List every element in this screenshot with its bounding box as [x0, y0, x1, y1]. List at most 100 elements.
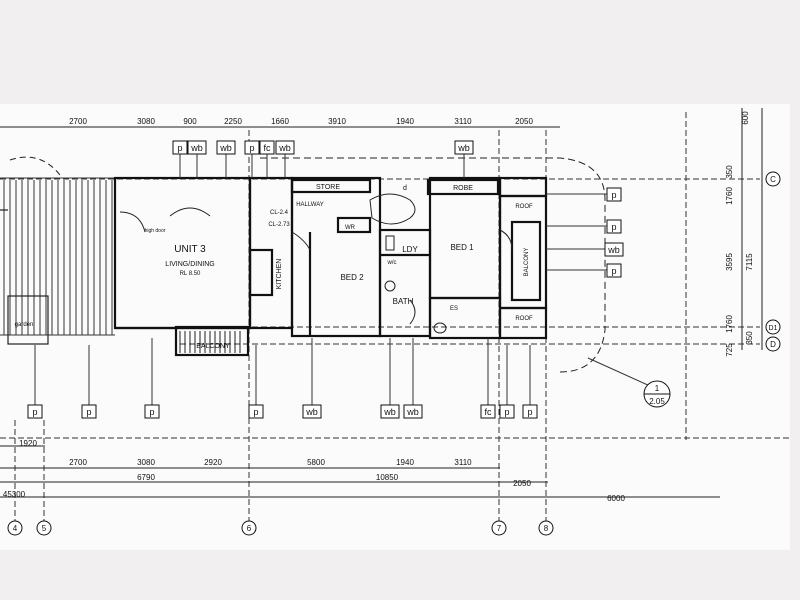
dim-right-7115: 7115 [745, 253, 754, 271]
dim-right-3595: 3595 [725, 253, 734, 271]
ceiling-level-2: CL-2.73 [268, 222, 290, 228]
section-sheet: 2.05 [649, 397, 665, 406]
balcony-right-label: BALCONY [524, 248, 530, 277]
tag-bottom-2: p [86, 407, 91, 417]
tag-right-4: p [611, 266, 616, 276]
dim-bottom2-1: 6790 [137, 473, 155, 482]
tag-bottom-7: wb [406, 407, 419, 417]
dim-top-9: 2050 [515, 117, 533, 126]
dim-bottom1-2: 3080 [137, 458, 155, 467]
balcony-hatch [179, 331, 241, 353]
bottom-tags: p p p p wb wb wb fc p p [27, 404, 538, 419]
tag-top-2: wb [190, 143, 203, 153]
ldy-label: LDY [402, 245, 418, 254]
dim-bottom2-3: 2050 [513, 479, 531, 488]
wc-label: w/c [387, 260, 397, 266]
section-marker: 1 2.05 [643, 380, 671, 408]
robe-label: ROBE [453, 185, 473, 192]
high-door-label: high door [145, 228, 166, 234]
dim-top-1: 2700 [69, 117, 87, 126]
grid-bubbles-bottom: 4 5 6 7 8 [7, 520, 554, 536]
d-label: d [403, 185, 407, 192]
roof-bottom-label: ROOF [515, 316, 533, 322]
top-dimensions: 2700 3080 900 2250 1660 3910 1940 3110 2… [69, 117, 533, 126]
tag-bottom-9: p [504, 407, 509, 417]
ensuite-label: ES [450, 306, 458, 312]
bath-label: BATH [393, 297, 414, 306]
tag-bottom-4: p [253, 407, 258, 417]
grid-label-d1: D1 [769, 325, 778, 332]
dim-top-7: 1940 [396, 117, 414, 126]
tag-right-3: wb [607, 245, 620, 255]
tag-right-1: p [611, 190, 616, 200]
dim-top-2: 3080 [137, 117, 155, 126]
bed2-label: BED 2 [340, 273, 364, 282]
tag-bottom-6: wb [383, 407, 396, 417]
right-tags: p p wb p [604, 187, 624, 278]
bottom-dimensions: 1920 2700 3080 2920 5800 1940 3110 6790 … [3, 439, 626, 503]
dim-bottom1-1: 2700 [69, 458, 87, 467]
bed1-label: BED 1 [450, 243, 474, 252]
kitchen-label: KITCHEN [276, 259, 283, 290]
grid-label-4: 4 [13, 524, 18, 533]
dim-right-350a: 350 [725, 165, 734, 179]
tag-top-6: wb [278, 143, 291, 153]
dim-top-8: 3110 [454, 117, 472, 126]
dim-top-4: 2250 [224, 117, 242, 126]
garden-label: garden [15, 322, 34, 328]
dim-top-6: 3910 [328, 117, 346, 126]
door-swings [119, 193, 513, 334]
tag-bottom-8: fc [484, 407, 492, 417]
dim-bottom3-2: 6000 [607, 494, 625, 503]
dim-top-3: 900 [183, 117, 197, 126]
tag-leaders [34, 154, 651, 405]
grid-bubbles-right: C D1 D [765, 171, 781, 352]
grid-label-8: 8 [544, 524, 549, 533]
dim-right-1760b: 1760 [725, 315, 734, 333]
dim-bottom1-5: 1940 [396, 458, 414, 467]
grid-label-6: 6 [247, 524, 252, 533]
tag-bottom-5: wb [305, 407, 318, 417]
hallway-label: HALLWAY [296, 202, 324, 208]
section-number: 1 [655, 384, 660, 393]
roof-top-label: ROOF [515, 204, 533, 210]
grid-label-7: 7 [497, 524, 502, 533]
grid-lines [0, 112, 790, 525]
garden-outline [0, 209, 49, 345]
tag-top-4: p [249, 143, 254, 153]
grid-label-5: 5 [42, 524, 47, 533]
stair-hatching [0, 177, 115, 336]
dim-bottom1-6: 3110 [454, 458, 472, 467]
dim-top-5: 1660 [271, 117, 289, 126]
tag-top-5: fc [263, 143, 271, 153]
tag-top-3: wb [219, 143, 232, 153]
roof-outline [260, 157, 606, 373]
unit-label: UNIT 3 [174, 244, 206, 255]
dim-bottom2-2: 10850 [376, 473, 399, 482]
tag-bottom-10: p [527, 407, 532, 417]
right-dimensions: 600 350 1760 3595 7115 1760 350 725 [725, 111, 754, 357]
top-tags: p wb wb p fc wb wb [172, 140, 474, 155]
walls [113, 176, 548, 357]
store-label: STORE [316, 184, 340, 191]
dim-bottom3-1: 45300 [3, 490, 26, 499]
living-dining-label: LIVING/DINING [165, 261, 214, 268]
roof-outline-left [9, 156, 61, 176]
dim-right-350b: 350 [745, 331, 754, 345]
dimension-lines [0, 108, 763, 498]
tag-bottom-1: p [32, 407, 37, 417]
dim-bottom1-4: 5800 [307, 458, 325, 467]
wr-label: WR [345, 225, 356, 231]
dim-right-725: 725 [725, 343, 734, 357]
tag-bottom-3: p [149, 407, 154, 417]
tag-right-2: p [611, 222, 616, 232]
dim-1920: 1920 [19, 439, 37, 448]
dim-bottom1-3: 2920 [204, 458, 222, 467]
living-area-label: RL 8.50 [180, 271, 201, 277]
ceiling-level-1: CL-2.4 [270, 210, 289, 216]
grid-label-c: C [770, 175, 776, 184]
tag-top-1: p [177, 143, 182, 153]
room-labels: UNIT 3 LIVING/DINING RL 8.50 KITCHEN BED… [15, 184, 533, 350]
